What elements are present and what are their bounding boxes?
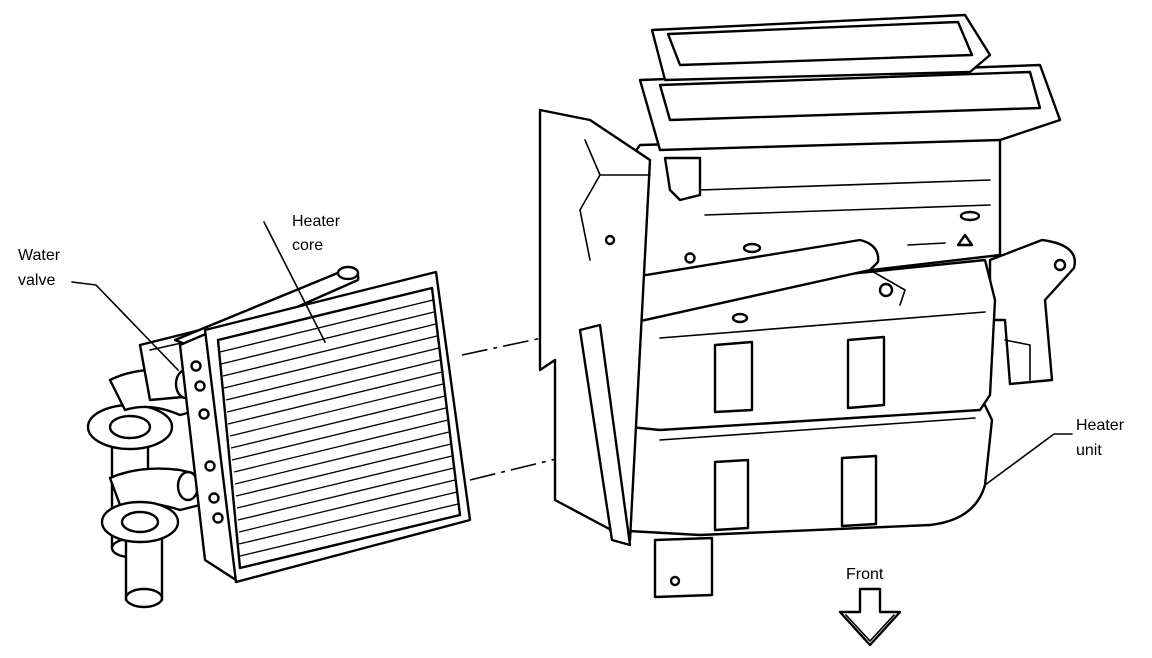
insertion-guide-upper [461, 334, 557, 356]
insertion-guide-lower [469, 457, 561, 481]
water-valve-label-line1: Water [18, 247, 61, 264]
water-valve-label-line2: valve [18, 272, 55, 289]
heater-core-leader [263, 221, 326, 343]
heater-core [178, 270, 472, 584]
water-valve-leader [71, 281, 179, 371]
heater-core-fins [219, 299, 459, 557]
heater-unit-label-line1: Heater [1076, 417, 1125, 434]
down-arrow-icon [838, 587, 902, 647]
heater-unit-label-line2: unit [1076, 442, 1102, 459]
heater-core-label-line2: core [292, 237, 323, 254]
heater-unit [538, 13, 1077, 599]
front-label: Front [846, 566, 884, 583]
heater-unit-leader [984, 433, 1073, 486]
heater-core-label-line1: Heater [292, 213, 341, 230]
